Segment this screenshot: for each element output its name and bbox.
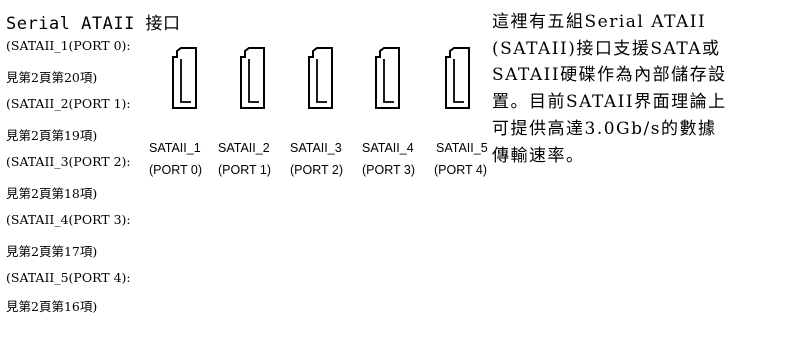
list-item: 見第2頁第17項)	[6, 244, 98, 259]
sata-connector-5	[445, 47, 470, 109]
description-line: 這裡有五組Serial ATAII	[492, 12, 707, 32]
description-line: 置。目前SATAII界面理論上	[492, 92, 727, 113]
description-line: SATAII硬碟作為內部儲存設	[492, 65, 727, 86]
list-item: (SATAII_5(PORT 4):	[6, 270, 131, 285]
connector-port-label: (PORT 4)	[434, 163, 488, 177]
description-line: 傳輸速率。	[492, 145, 585, 166]
list-item: (SATAII_2(PORT 1):	[6, 96, 131, 111]
description-line: (SATAII)接口支援SATA或	[492, 38, 721, 59]
connector-name-label: SATAII_1	[149, 141, 201, 155]
list-item: 見第2頁第18項)	[6, 186, 98, 201]
list-item: 見第2頁第16項)	[6, 299, 98, 314]
connector-name-label: SATAII_5	[436, 141, 488, 155]
sata-connector-3	[308, 47, 333, 109]
connector-port-label: (PORT 1)	[218, 163, 272, 177]
connector-name-label: SATAII_4	[362, 141, 414, 155]
connector-port-label: (PORT 0)	[149, 163, 203, 177]
list-item: (SATAII_4(PORT 3):	[6, 212, 131, 227]
list-item: 見第2頁第19項)	[6, 128, 98, 143]
connector-name-label: SATAII_3	[290, 141, 342, 155]
connector-port-label: (PORT 3)	[362, 163, 416, 177]
list-item: (SATAII_1(PORT 0):	[6, 38, 131, 53]
list-item: 見第2頁第20項)	[6, 70, 98, 85]
sata-connector-2	[240, 47, 265, 109]
connector-name-label: SATAII_2	[218, 141, 270, 155]
description-line: 可提供高達3.0Gb/s的數據	[492, 118, 717, 139]
list-item: (SATAII_3(PORT 2):	[6, 154, 131, 169]
connector-port-label: (PORT 2)	[290, 163, 344, 177]
section-title: Serial ATAII 接口	[6, 14, 181, 34]
sata-connector-1	[172, 47, 197, 109]
sata-connector-4	[375, 47, 400, 109]
description-paragraph: 這裡有五組Serial ATAII (SATAII)接口支援SATA或 SATA…	[492, 9, 792, 169]
